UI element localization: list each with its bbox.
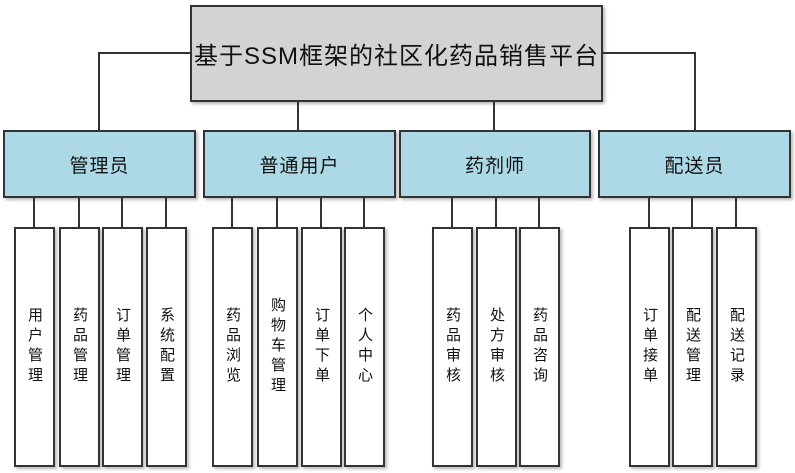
leaf-node-label: 处方审核 [488,307,505,387]
connector-line [451,198,453,227]
connector-line [98,52,100,130]
leaf-node-label: 药品管理 [71,307,88,387]
leaf-node-label: 订单管理 [114,307,131,387]
role-node-user: 普通用户 [203,130,396,198]
leaf-node: 个人中心 [344,227,385,467]
role-node-admin: 管理员 [3,130,196,198]
connector-line [121,198,123,227]
leaf-node-label: 订单下单 [313,307,330,387]
leaf-node: 配送记录 [716,227,757,467]
connector-line [297,101,299,131]
leaf-node: 购物车管理 [257,227,298,467]
leaf-node: 药品咨询 [519,227,560,467]
connector-line [276,198,278,227]
leaf-node: 配送管理 [672,227,713,467]
connector-line [735,198,737,227]
root-node: 基于SSM框架的社区化药品销售平台 [190,5,603,102]
leaf-node: 药品管理 [59,227,100,467]
role-node-label: 管理员 [69,155,130,177]
connector-line [538,198,540,227]
role-node-label: 普通用户 [259,155,340,177]
connector-line [694,52,696,130]
connector-line [33,198,35,227]
connector-line [691,198,693,227]
connector-line [603,52,696,54]
connector-line [165,198,167,227]
connector-line [648,198,650,227]
role-node-label: 配送员 [664,155,725,177]
connector-line [320,198,322,227]
role-node-courier: 配送员 [598,130,791,198]
connector-line [78,198,80,227]
connector-line [493,101,495,131]
connector-line [495,198,497,227]
leaf-node-label: 个人中心 [356,307,373,387]
leaf-node: 药品浏览 [212,227,253,467]
connector-line [363,198,365,227]
leaf-node-label: 用户管理 [26,307,43,387]
leaf-node-label: 系统配置 [158,307,175,387]
leaf-node-label: 药品咨询 [531,307,548,387]
leaf-node-label: 药品审核 [444,307,461,387]
leaf-node-label: 药品浏览 [224,307,241,387]
leaf-node-label: 配送管理 [684,307,701,387]
root-node-label: 基于SSM框架的社区化药品销售平台 [193,43,599,70]
leaf-node-label: 购物车管理 [269,297,286,397]
connector-line [231,198,233,227]
leaf-node: 用户管理 [14,227,55,467]
leaf-node: 订单管理 [102,227,143,467]
leaf-node-label: 订单接单 [641,307,658,387]
connector-line [98,52,191,54]
leaf-node: 订单接单 [629,227,670,467]
leaf-node: 处方审核 [476,227,517,467]
role-node-label: 药剂师 [464,155,525,177]
leaf-node: 药品审核 [432,227,473,467]
role-node-pharmacist: 药剂师 [399,130,591,198]
leaf-node: 订单下单 [301,227,342,467]
leaf-node-label: 配送记录 [728,307,745,387]
leaf-node: 系统配置 [146,227,187,467]
